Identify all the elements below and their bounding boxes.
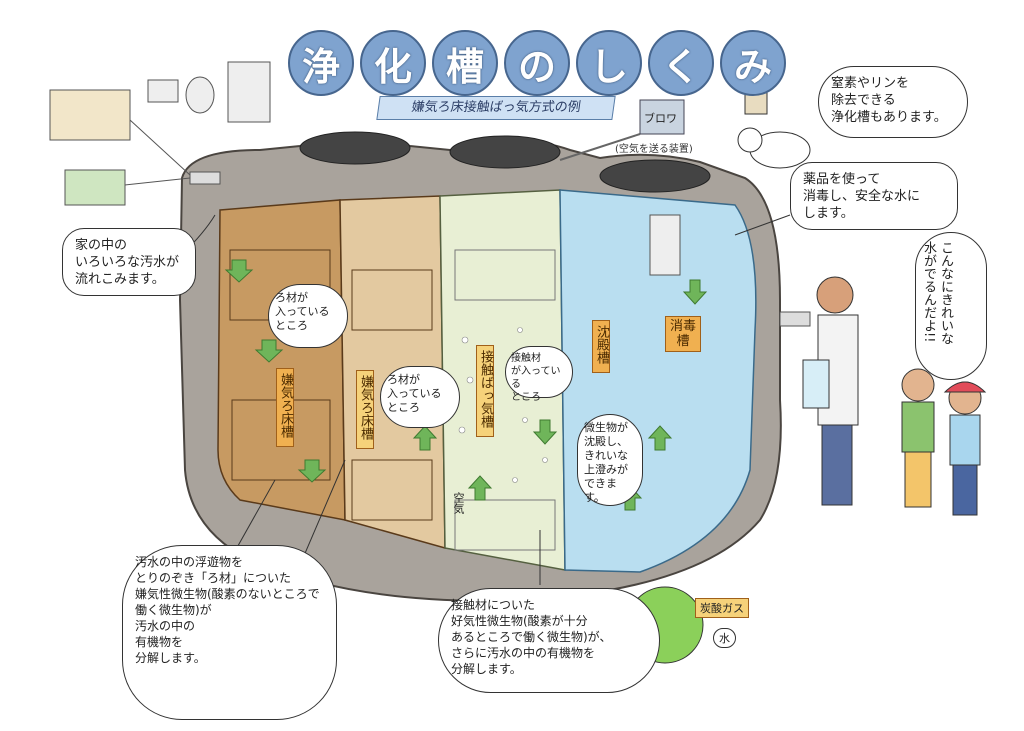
callout-disinfect: 薬品を使って 消毒し、安全な水に します。 — [790, 162, 958, 230]
note-filter-media-1: ろ材が 入っている ところ — [268, 284, 348, 348]
child-figure-2 — [945, 382, 985, 515]
blower-label: ブロワ — [644, 110, 677, 126]
outflow-pipe — [780, 312, 810, 326]
callout-clean-water: こんなにきれいな 水がでるんだよ!! — [915, 232, 987, 380]
label-sedimentation: 沈殿槽 — [592, 320, 610, 373]
manhole-3 — [600, 160, 710, 192]
disinfection-unit — [650, 215, 680, 275]
washing-machine-icon — [228, 62, 270, 122]
title-char: の — [504, 30, 570, 96]
label-contact-aeration-text: 接触ばっ気槽 — [478, 350, 493, 428]
label-anaerobic-1-text: 嫌気ろ床槽 — [278, 373, 293, 438]
child-figure-1 — [902, 369, 934, 507]
note-filter-media-2: ろ材が 入っている ところ — [380, 366, 460, 428]
air-device-label: (空気を送る装置) — [615, 140, 693, 155]
title-char: 浄 — [288, 30, 354, 96]
title-row: 浄 化 槽 の し く み — [288, 30, 788, 94]
callout-nitrogen: 窒素やリンを 除去できる 浄化槽もあります。 — [818, 66, 968, 138]
note-settle-desc: 微生物が 沈殿し、 きれいな 上澄みが できます。 — [577, 414, 643, 506]
label-water: 水 — [713, 628, 736, 648]
callout-inflow: 家の中の いろいろな汚水が 流れこみます。 — [62, 228, 196, 296]
title-char: 槽 — [432, 30, 498, 96]
inflow-pipe — [190, 172, 220, 184]
manhole-1 — [300, 132, 410, 164]
water-glass — [803, 360, 829, 408]
callout-aerobic-desc: 接触材についた 好気性微生物(酸素が十分 あるところで働く微生物)が、 さらに汚… — [438, 588, 660, 693]
title-char: み — [720, 30, 786, 96]
note-contact-media: 接触材 が入っている ところ — [505, 346, 573, 398]
subtitle: 嫌気ろ床接触ばっ気方式の例 — [376, 96, 615, 120]
callout-clean-water-text: こんなにきれいな 水がでるんだよ!! — [920, 241, 954, 373]
sink-icon — [148, 80, 178, 102]
title-char: し — [576, 30, 642, 96]
label-anaerobic-1: 嫌気ろ床槽 — [276, 368, 294, 447]
label-anaerobic-2: 嫌気ろ床槽 — [356, 370, 374, 449]
kitchen-icon — [50, 90, 130, 140]
toilet-icon — [186, 77, 214, 113]
dog-figure — [738, 128, 810, 168]
compartment-anaerobic-1 — [218, 200, 345, 520]
label-anaerobic-2-text: 嫌気ろ床槽 — [358, 375, 373, 440]
note-air: 空気 — [450, 492, 466, 514]
title-char: 化 — [360, 30, 426, 96]
title-char: く — [648, 30, 714, 96]
callout-anaerobic-desc: 汚水の中の浮遊物を とりのぞき「ろ材」についた 嫌気性微生物(酸素のないところで… — [122, 545, 337, 720]
bathtub-icon — [65, 170, 125, 205]
label-co2: 炭酸ガス — [695, 598, 749, 618]
label-sedimentation-text: 沈殿槽 — [594, 325, 609, 364]
manhole-2 — [450, 136, 560, 168]
label-contact-aeration: 接触ばっ気槽 — [476, 345, 494, 437]
label-disinfection: 消毒槽 — [665, 316, 701, 352]
